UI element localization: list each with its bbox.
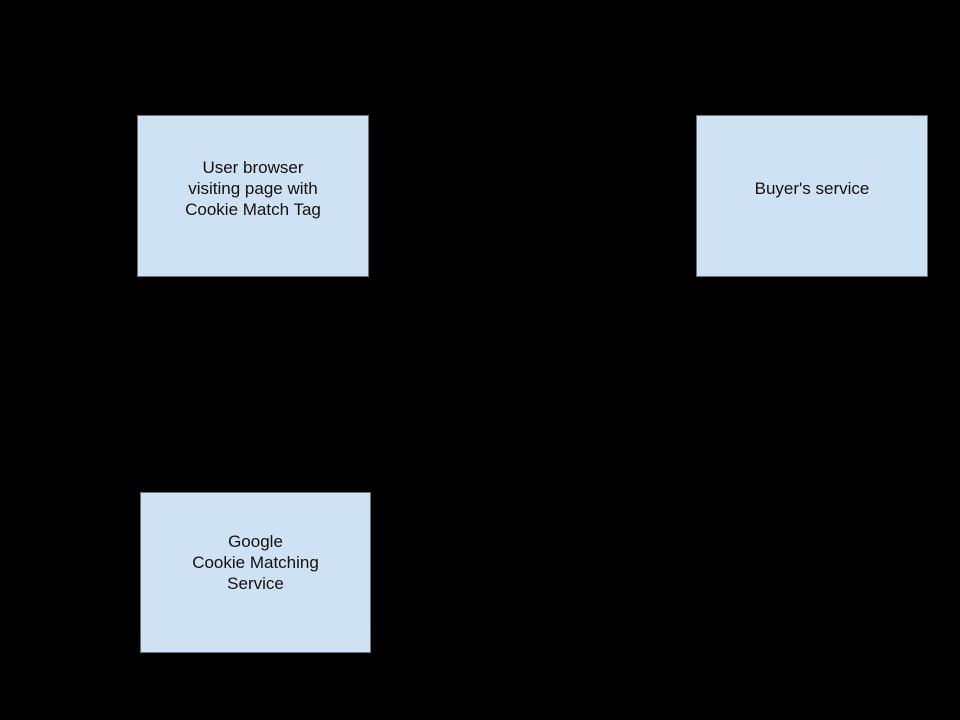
node-buyers-service-label: Buyer's service — [755, 178, 870, 199]
node-label-line: Google — [228, 532, 283, 551]
node-label-line: Buyer's service — [754, 178, 870, 198]
node-user-browser: User browser visiting page with Cookie M… — [137, 115, 369, 277]
node-label-line: User browser — [202, 157, 304, 177]
node-buyers-service: Buyer's service — [696, 115, 928, 277]
node-label-line: visiting page with — [188, 178, 318, 198]
node-label-line: Cookie Match Tag — [185, 199, 321, 219]
node-label-line: Cookie Matching — [192, 553, 319, 572]
node-label-line: Service — [227, 574, 284, 593]
node-google-cookie-matching-service-label: Google Cookie Matching Service — [192, 531, 319, 594]
node-user-browser-label: User browser visiting page with Cookie M… — [185, 157, 321, 220]
node-google-cookie-matching-service: Google Cookie Matching Service — [140, 492, 371, 653]
